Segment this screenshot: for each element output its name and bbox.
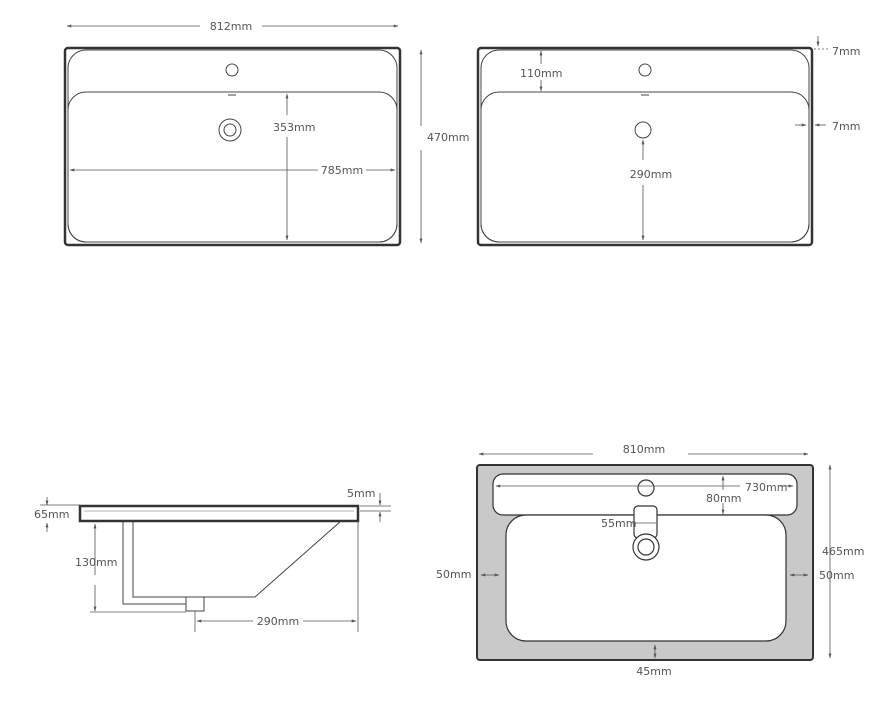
basin-outline [476, 46, 814, 247]
right-margin-label: 50mm [819, 569, 854, 582]
drain-distance-label: 290mm [630, 168, 672, 181]
width-label: 812mm [210, 20, 252, 33]
plan-width-label: 810mm [623, 443, 665, 456]
deck-depth-label: 80mm [706, 492, 741, 505]
rim-section [78, 504, 360, 523]
plan-depth-label: 465mm [822, 545, 864, 558]
top-view-offsets: 110mm 7mm 7mm 290mm [476, 36, 860, 247]
plan-view: 810mm 730mm 80mm 55mm 50mm 50mm 465mm 45… [436, 443, 864, 678]
front-margin-label: 45mm [636, 665, 671, 678]
side-view: 65mm 5mm 130mm 290mm [34, 487, 391, 632]
rim-lip-label: 5mm [347, 487, 375, 500]
top-view-dimensions: 812mm 470mm 353mm 785mm [63, 20, 469, 247]
rim-height-label: 65mm [34, 508, 69, 521]
left-margin-label: 50mm [436, 568, 471, 581]
drain-icon [218, 118, 242, 142]
tap-hole-icon [637, 479, 655, 497]
drain-icon [634, 121, 652, 139]
basin-outline [63, 46, 402, 247]
deck-width-label: 730mm [745, 481, 787, 494]
overflow-width-label: 55mm [601, 517, 636, 530]
drain-outlet [185, 596, 205, 612]
basin-depth-label: 353mm [273, 121, 315, 134]
drain-offset-label: 290mm [257, 615, 299, 628]
bowl-depth-label: 130mm [75, 556, 117, 569]
depth-label: 470mm [427, 131, 469, 144]
deck-label: 110mm [520, 67, 562, 80]
tap-hole-icon [225, 63, 239, 77]
tap-hole-icon [638, 63, 652, 77]
side-edge-label: 7mm [832, 120, 860, 133]
basin-width-label: 785mm [321, 164, 363, 177]
top-edge-label: 7mm [832, 45, 860, 58]
